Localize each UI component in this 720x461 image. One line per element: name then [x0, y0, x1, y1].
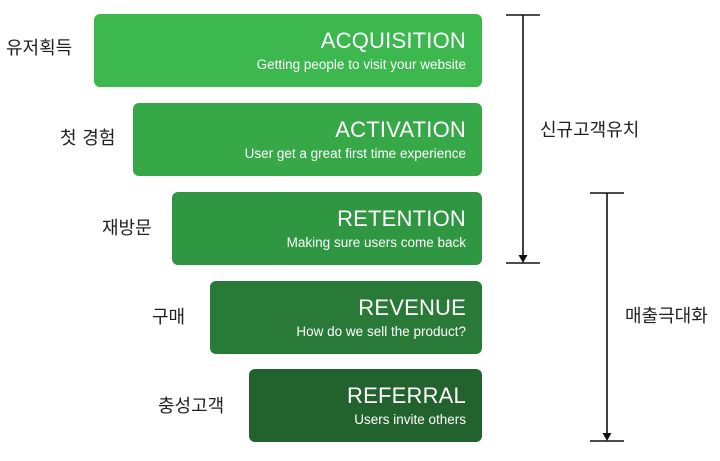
- bar-title-acquisition: ACQUISITION: [320, 28, 466, 53]
- revenue-group-arrowhead: [602, 433, 612, 441]
- stage-label-activation: 첫 경험: [60, 128, 116, 149]
- bar-title-retention: RETENTION: [337, 206, 466, 231]
- acquisition-group-arrowhead: [518, 255, 528, 263]
- bar-title-activation: ACTIVATION: [335, 117, 466, 142]
- stage-label-revenue: 구매: [152, 307, 186, 328]
- bar-subtitle-acquisition: Getting people to visit your website: [256, 57, 466, 72]
- bar-title-revenue: REVENUE: [358, 295, 466, 320]
- stage-label-referral: 충성고객: [158, 396, 225, 417]
- bar-subtitle-referral: Users invite others: [354, 412, 466, 427]
- bar-subtitle-activation: User get a great first time experience: [244, 146, 466, 161]
- stage-label-retention: 재방문: [102, 218, 152, 239]
- stage-label-acquisition: 유저획득: [6, 38, 73, 59]
- funnel-bar-revenue: REVENUE How do we sell the product?: [210, 281, 482, 354]
- bar-title-referral: REFERRAL: [347, 383, 466, 408]
- funnel-bar-activation: ACTIVATION User get a great first time e…: [133, 103, 482, 176]
- acquisition-group-bracket: [506, 14, 540, 264]
- group-label-revenue: 매출극대화: [625, 306, 708, 327]
- funnel-bar-retention: RETENTION Making sure users come back: [172, 192, 482, 265]
- funnel-bar-referral: REFERRAL Users invite others: [249, 369, 482, 442]
- revenue-group-bracket: [590, 192, 624, 442]
- bar-subtitle-retention: Making sure users come back: [286, 235, 466, 250]
- group-label-acquisition: 신규고객유치: [540, 120, 640, 141]
- funnel-bar-acquisition: ACQUISITION Getting people to visit your…: [94, 14, 482, 87]
- bar-subtitle-revenue: How do we sell the product?: [296, 324, 466, 339]
